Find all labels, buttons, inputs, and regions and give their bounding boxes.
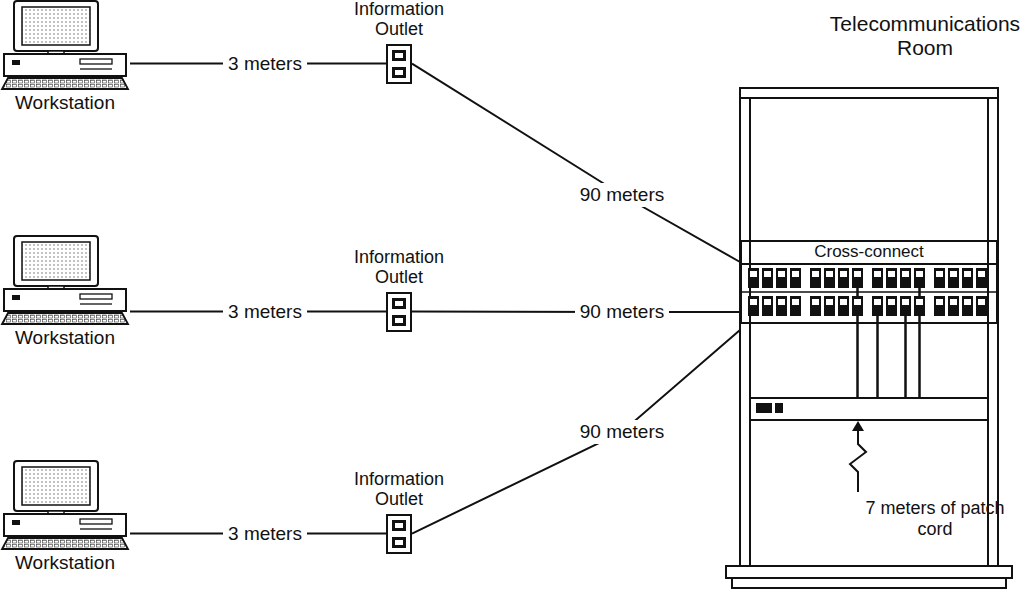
cable-length: 3 meters [223, 300, 307, 324]
cable-length: 90 meters [575, 183, 669, 207]
cable-line [412, 64, 740, 262]
leader-arrow [850, 421, 866, 492]
node-label: Workstation [0, 92, 130, 114]
node-label: Information Outlet [349, 470, 449, 510]
workstation: Workstation [0, 0, 130, 118]
callout-label: 7 meters of patch cord [850, 498, 1020, 539]
workstation: Workstation [0, 235, 130, 353]
node-label: Workstation [0, 327, 130, 349]
information-outlet: Information Outlet [349, 0, 449, 84]
node-label: Information Outlet [349, 0, 449, 40]
telecom-room-rack: Telecommunications RoomCross-connect [720, 0, 1030, 612]
node-label: Information Outlet [349, 248, 449, 288]
cable-length: 3 meters [223, 522, 307, 546]
cable-length: 90 meters [575, 420, 669, 444]
workstation: Workstation [0, 460, 130, 578]
node-label: Workstation [0, 552, 130, 574]
information-outlet: Information Outlet [349, 470, 449, 554]
patch-cord [858, 288, 920, 412]
node-label: Telecommunications Room [820, 12, 1030, 60]
node-label: Cross-connect [740, 242, 998, 262]
outlet-box [386, 44, 412, 84]
outlet-box [386, 292, 412, 332]
cable-length: 3 meters [223, 52, 307, 76]
outlet-box [386, 514, 412, 554]
information-outlet: Information Outlet [349, 248, 449, 332]
cross-connect-panel: Cross-connect [740, 240, 998, 324]
cable-line [412, 330, 740, 534]
cable-length: 90 meters [575, 300, 669, 324]
network-device [750, 398, 988, 420]
